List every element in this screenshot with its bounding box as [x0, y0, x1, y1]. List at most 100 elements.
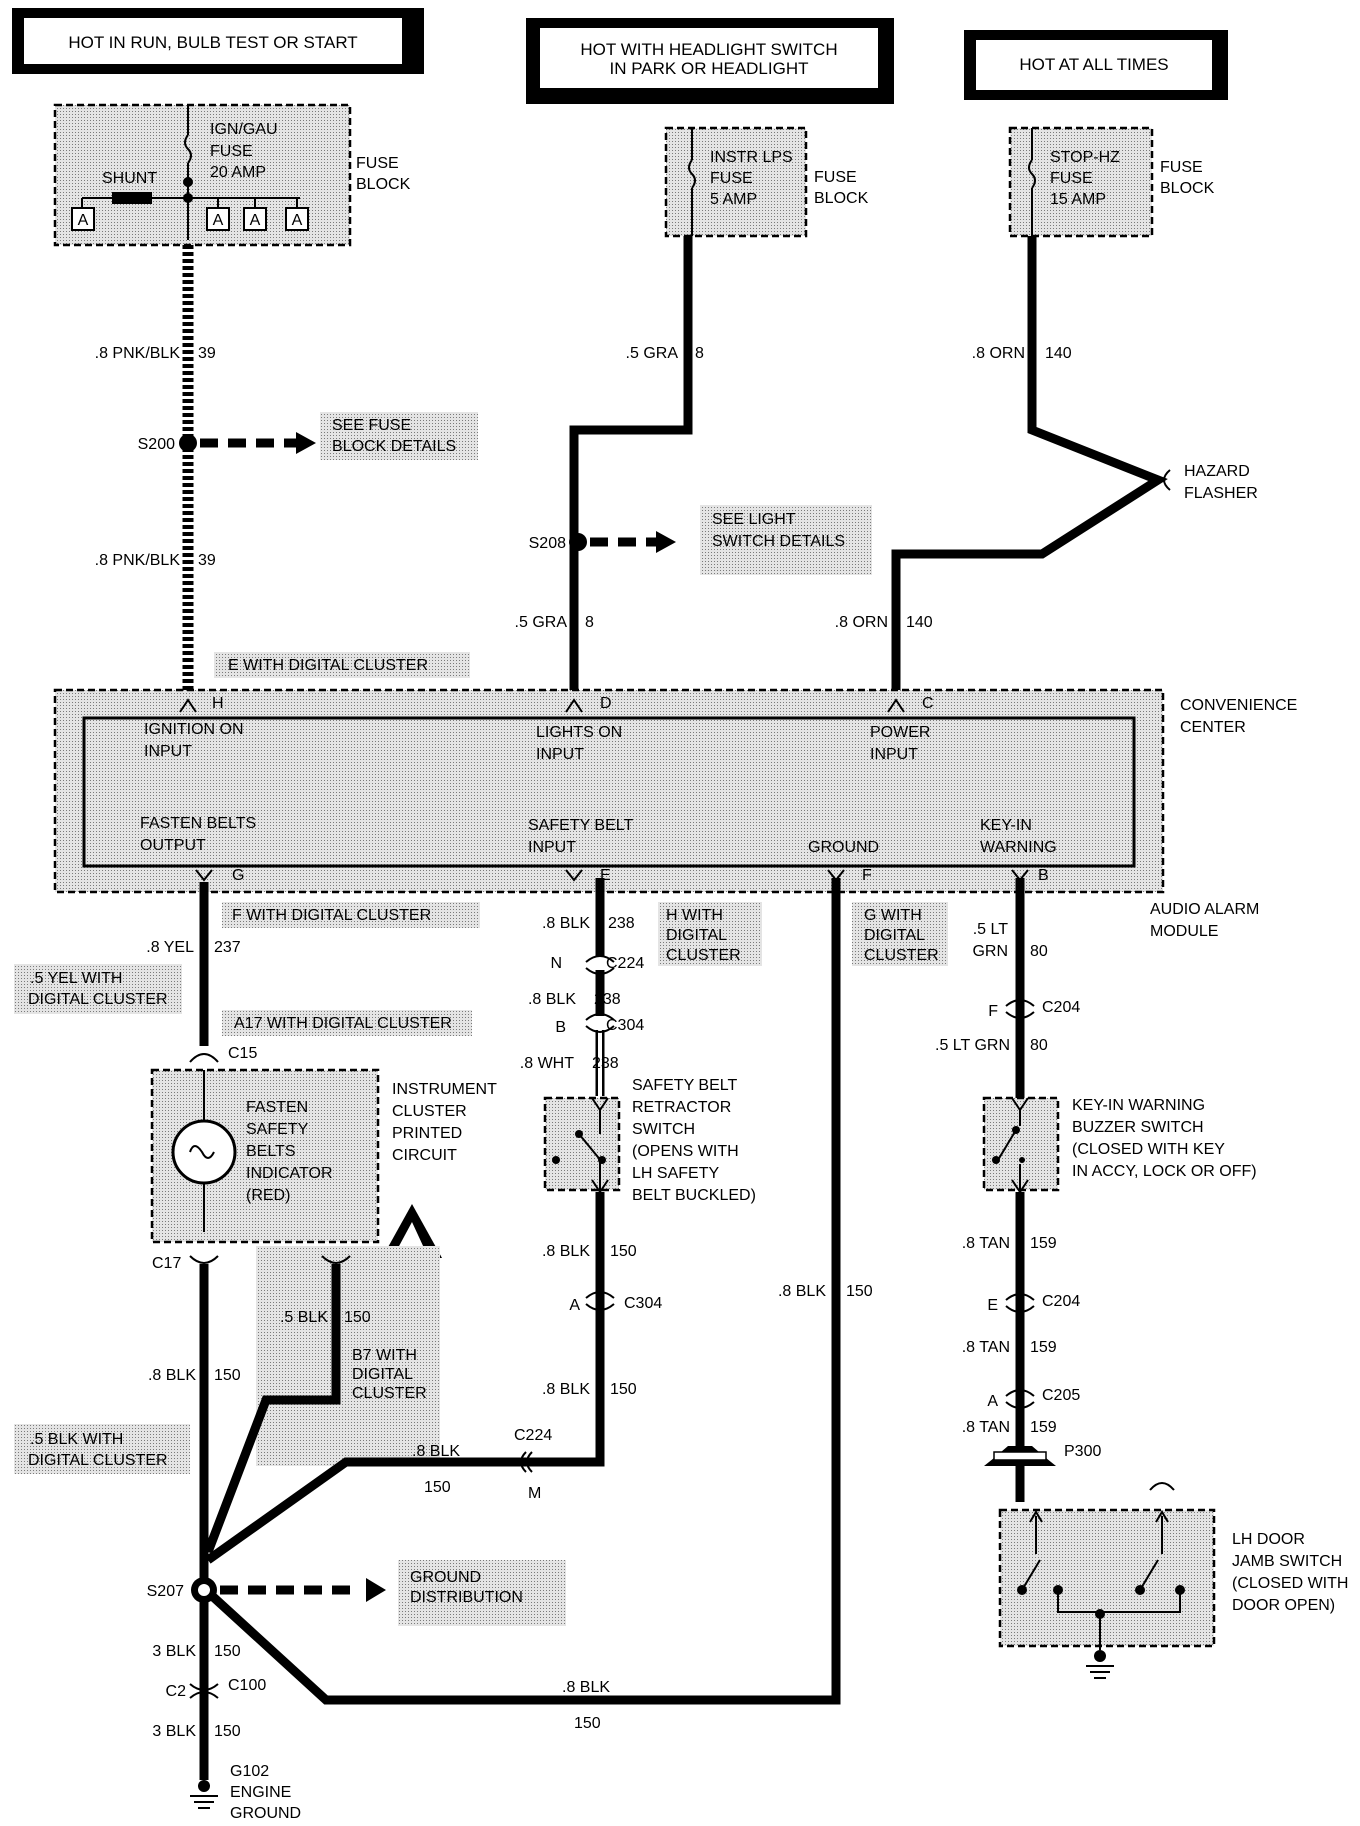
svg-text:IN ACCY, LOCK OR OFF): IN ACCY, LOCK OR OFF)	[1072, 1163, 1257, 1180]
svg-text:SWITCH DETAILS: SWITCH DETAILS	[712, 533, 845, 550]
svg-text:A: A	[250, 212, 261, 229]
svg-text:20 AMP: 20 AMP	[210, 164, 266, 181]
svg-text:H WITH: H WITH	[666, 907, 723, 924]
circuit-8: .5 GRA 8 .5 GRA 8	[515, 236, 704, 695]
connector-p300: P300	[984, 1443, 1101, 1502]
svg-text:.8 BLK: .8 BLK	[542, 1243, 590, 1260]
svg-text:WARNING: WARNING	[980, 839, 1057, 856]
svg-text:DOOR OPEN): DOOR OPEN)	[1232, 1597, 1335, 1614]
svg-text:CLUSTER: CLUSTER	[352, 1385, 427, 1402]
svg-text:GROUND: GROUND	[410, 1569, 481, 1586]
svg-text:C: C	[922, 695, 934, 712]
svg-text:.5 YEL WITH: .5 YEL WITH	[30, 970, 122, 987]
svg-text:.5 GRA: .5 GRA	[626, 345, 679, 362]
svg-text:A: A	[213, 212, 224, 229]
svg-text:BELT BUCKLED): BELT BUCKLED)	[632, 1187, 756, 1204]
svg-text:FUSE: FUSE	[710, 170, 753, 187]
splice-s208: S208 SEE LIGHT SWITCH DETAILS	[529, 505, 872, 575]
svg-text:BLOCK: BLOCK	[814, 190, 869, 207]
svg-text:.8 TAN: .8 TAN	[962, 1235, 1010, 1252]
svg-text:FUSE: FUSE	[814, 169, 857, 186]
svg-text:(OPENS WITH: (OPENS WITH	[632, 1143, 739, 1160]
svg-text:PRINTED: PRINTED	[392, 1125, 462, 1142]
svg-text:IGNITION ON: IGNITION ON	[144, 721, 244, 738]
svg-text:A: A	[292, 212, 303, 229]
svg-text:C2: C2	[166, 1683, 187, 1700]
svg-text:AUDIO ALARM: AUDIO ALARM	[1150, 901, 1259, 918]
svg-text:S208: S208	[529, 535, 566, 552]
svg-text:80: 80	[1030, 943, 1048, 960]
svg-text:(RED): (RED)	[246, 1187, 290, 1204]
svg-text:FUSE: FUSE	[1050, 170, 1093, 187]
instrument-cluster: FASTEN SAFETY BELTS INDICATOR (RED) INST…	[150, 1068, 497, 1244]
svg-text:150: 150	[610, 1243, 637, 1260]
svg-text:C224: C224	[606, 955, 644, 972]
svg-text:BLOCK: BLOCK	[356, 176, 411, 193]
svg-text:P300: P300	[1064, 1443, 1101, 1460]
svg-text:RETRACTOR: RETRACTOR	[632, 1099, 731, 1116]
svg-text:DIGITAL: DIGITAL	[666, 927, 727, 944]
svg-text:SAFETY BELT: SAFETY BELT	[632, 1077, 737, 1094]
svg-text:B7 WITH: B7 WITH	[352, 1347, 417, 1364]
svg-text:150: 150	[214, 1367, 241, 1384]
svg-text:DISTRIBUTION: DISTRIBUTION	[410, 1589, 523, 1606]
svg-text:(CLOSED WITH KEY: (CLOSED WITH KEY	[1072, 1141, 1225, 1158]
circuit-150-retractor: .8 BLK 150 A C304 .8 BLK 150	[534, 1192, 662, 1467]
svg-text:.5 LT: .5 LT	[973, 921, 1009, 938]
splice-s200: S200 SEE FUSE BLOCK DETAILS	[138, 412, 478, 460]
svg-text:CIRCUIT: CIRCUIT	[392, 1147, 457, 1164]
svg-text:JAMB SWITCH: JAMB SWITCH	[1232, 1553, 1342, 1570]
svg-text:C224: C224	[514, 1427, 552, 1444]
svg-text:HOT IN RUN, BULB TEST OR START: HOT IN RUN, BULB TEST OR START	[68, 33, 357, 52]
svg-text:A17 WITH DIGITAL CLUSTER: A17 WITH DIGITAL CLUSTER	[234, 1015, 452, 1032]
svg-text:A: A	[987, 1393, 998, 1410]
svg-text:G: G	[232, 867, 244, 884]
svg-text:C17: C17	[152, 1255, 181, 1272]
svg-text:HOT AT ALL TIMES: HOT AT ALL TIMES	[1019, 55, 1168, 74]
esd-warning-icon	[382, 1204, 442, 1258]
svg-text:KEY-IN WARNING: KEY-IN WARNING	[1072, 1097, 1205, 1114]
svg-text:C100: C100	[228, 1677, 266, 1694]
svg-text:39: 39	[198, 345, 216, 362]
svg-text:.8 BLK: .8 BLK	[528, 991, 576, 1008]
svg-text:E WITH DIGITAL CLUSTER: E WITH DIGITAL CLUSTER	[228, 657, 428, 674]
svg-text:C304: C304	[624, 1295, 662, 1312]
fuse-ign-gau: A A A A SHUNT IGN/GAU FUSE 20 AMP FUSE B…	[53, 103, 411, 247]
svg-text:SEE FUSE: SEE FUSE	[332, 417, 411, 434]
svg-text:DIGITAL CLUSTER: DIGITAL CLUSTER	[28, 1452, 168, 1469]
svg-text:150: 150	[344, 1309, 371, 1326]
svg-text:FUSE: FUSE	[210, 143, 253, 160]
svg-text:GROUND: GROUND	[808, 839, 879, 856]
svg-text:LH SAFETY: LH SAFETY	[632, 1165, 719, 1182]
svg-text:150: 150	[214, 1643, 241, 1660]
svg-text:8: 8	[695, 345, 704, 362]
svg-text:.8 TAN: .8 TAN	[962, 1339, 1010, 1356]
circuit-238: .8 BLK 238 H WITH DIGITAL CLUSTER N C224…	[520, 878, 762, 1096]
svg-text:5 AMP: 5 AMP	[710, 191, 757, 208]
svg-text:CLUSTER: CLUSTER	[666, 947, 741, 964]
svg-text:238: 238	[592, 1055, 619, 1072]
svg-text:.5 LT GRN: .5 LT GRN	[935, 1037, 1010, 1054]
svg-text:.8 BLK: .8 BLK	[562, 1679, 610, 1696]
svg-text:39: 39	[198, 552, 216, 569]
svg-text:DIGITAL CLUSTER: DIGITAL CLUSTER	[28, 991, 168, 1008]
splice-s207: S207 GROUND DISTRIBUTION	[147, 1560, 566, 1626]
svg-text:15 AMP: 15 AMP	[1050, 191, 1106, 208]
svg-text:FLASHER: FLASHER	[1184, 485, 1258, 502]
svg-text:238: 238	[594, 991, 621, 1008]
header-hot-always: HOT AT ALL TIMES	[964, 30, 1228, 100]
svg-text:.8 PNK/BLK: .8 PNK/BLK	[95, 552, 181, 569]
svg-text:C204: C204	[1042, 1293, 1080, 1310]
svg-text:ENGINE: ENGINE	[230, 1784, 291, 1801]
svg-text:.8 ORN: .8 ORN	[972, 345, 1025, 362]
svg-text:150: 150	[610, 1381, 637, 1398]
svg-text:C304: C304	[606, 1017, 644, 1034]
svg-text:GROUND: GROUND	[230, 1805, 301, 1822]
svg-text:C204: C204	[1042, 999, 1080, 1016]
svg-text:.8 WHT: .8 WHT	[520, 1055, 574, 1072]
svg-text:B: B	[1038, 867, 1049, 884]
svg-text:CLUSTER: CLUSTER	[392, 1103, 467, 1120]
svg-text:OUTPUT: OUTPUT	[140, 837, 206, 854]
circuit-159: .8 TAN 159 E C204 .8 TAN 159 A C205 .8 T…	[962, 1192, 1080, 1446]
svg-text:.5 BLK WITH: .5 BLK WITH	[30, 1431, 123, 1448]
